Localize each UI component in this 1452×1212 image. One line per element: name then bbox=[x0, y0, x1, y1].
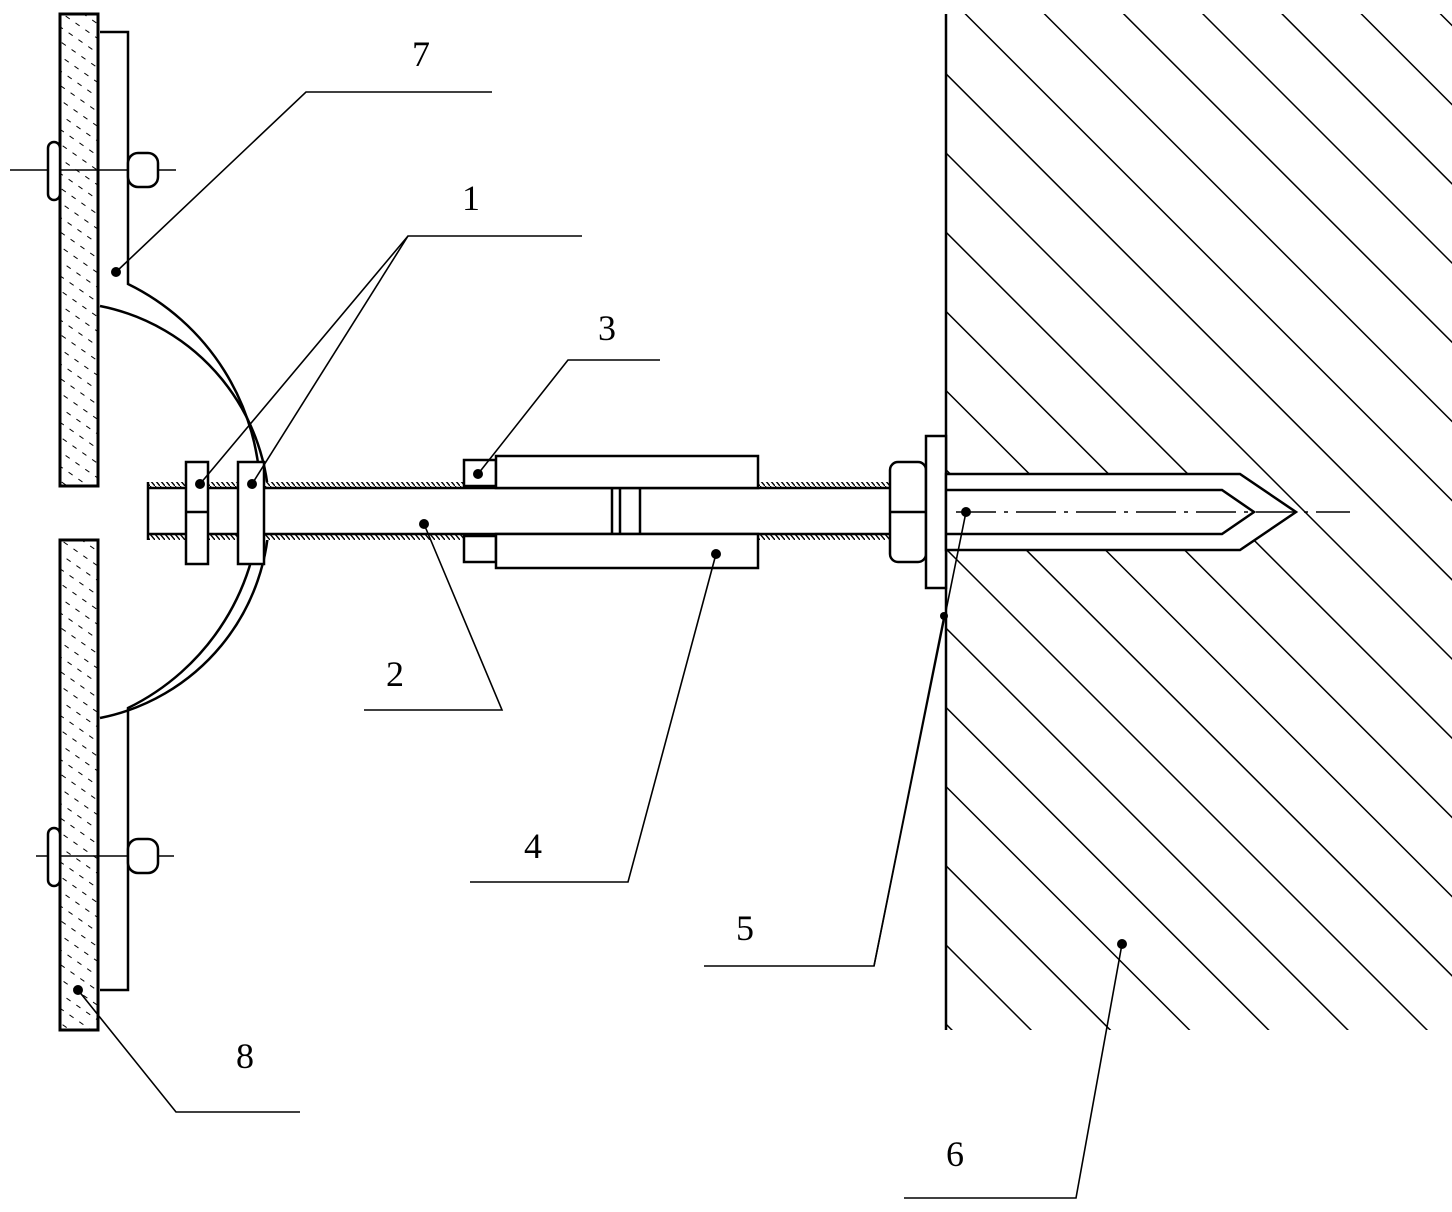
label-6: 6 bbox=[946, 1134, 964, 1174]
label-1: 1 bbox=[462, 178, 480, 218]
leader-lines bbox=[73, 91, 1127, 1199]
panel-plates bbox=[58, 12, 100, 1032]
part-labels: 7 1 3 2 4 5 8 6 bbox=[236, 34, 964, 1174]
label-2: 2 bbox=[386, 654, 404, 694]
panel-fixing-bolts bbox=[10, 140, 176, 888]
label-5: 5 bbox=[736, 908, 754, 948]
label-7: 7 bbox=[412, 34, 430, 74]
label-3: 3 bbox=[598, 308, 616, 348]
label-4: 4 bbox=[524, 826, 542, 866]
expansion-anchor bbox=[888, 434, 1350, 590]
label-8: 8 bbox=[236, 1036, 254, 1076]
